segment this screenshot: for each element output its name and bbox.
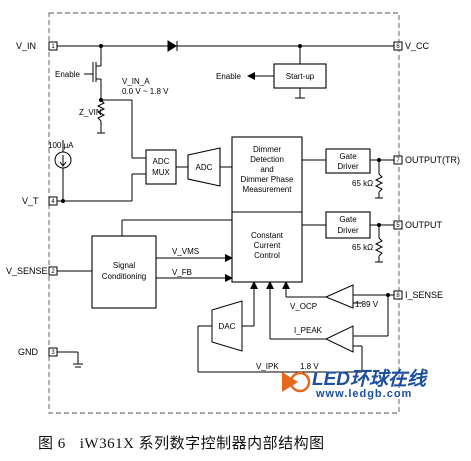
- dimmer-label-2: Detection: [250, 155, 284, 164]
- dimmer-label-3: and: [260, 165, 273, 174]
- label-vcc: V_CC: [405, 41, 430, 51]
- gate-driver-2: [325, 211, 371, 239]
- label-res-65-a: 65 kΩ: [352, 179, 373, 188]
- label-isense: I_SENSE: [405, 290, 443, 300]
- label-gnd: GND: [18, 347, 39, 357]
- figure-caption: 图 6 iW361X 系列数字控制器内部结构图: [38, 432, 339, 453]
- adc-label: ADC: [196, 163, 213, 172]
- gate-driver-1-label-2: Driver: [337, 162, 359, 171]
- zvin-resistor: [96, 99, 106, 122]
- startup-label: Start-up: [286, 72, 315, 81]
- pin-output-tr: [393, 155, 403, 165]
- pin-vsense: [48, 266, 58, 276]
- pin-num-vsense: 2: [51, 269, 55, 275]
- gate-driver-1-label-1: Gate: [339, 152, 357, 161]
- ccc-label-3: Control: [254, 251, 280, 260]
- dac-block: [211, 300, 243, 352]
- ccc-label-2: Current: [254, 241, 281, 250]
- label-vfb: V_FB: [172, 268, 192, 277]
- adc-mux-block: [145, 149, 177, 185]
- startup-block: [273, 63, 327, 89]
- dimmer-ccc-block: [231, 136, 303, 283]
- signal-cond-label-1: Signal: [113, 261, 135, 270]
- gate-driver-2-label-1: Gate: [339, 215, 357, 224]
- watermark-url: www.ledgb.com: [316, 388, 413, 400]
- pin-num-output: 5: [396, 223, 400, 229]
- label-ipeak: I_PEAK: [294, 326, 323, 335]
- label-enable-right: Enable: [216, 72, 241, 81]
- label-vsense: V_SENSE: [6, 266, 48, 276]
- label-vin: V_IN: [16, 41, 36, 51]
- dimmer-label-4: Dimmer Phase: [241, 175, 294, 184]
- signal-conditioning-block: [91, 235, 157, 309]
- label-zvin: Z_VIN: [79, 108, 102, 117]
- watermark: LED环球在线 www.ledgb.com: [276, 362, 471, 406]
- gate-driver-1: [325, 148, 371, 174]
- label-vt: V_T: [22, 196, 39, 206]
- label-vin-a: V_IN_A: [122, 77, 150, 86]
- pin-num-output-tr: 7: [396, 158, 400, 164]
- signal-cond-label-2: Conditioning: [102, 272, 146, 281]
- figure-title: iW361X 系列数字控制器内部结构图: [79, 436, 325, 452]
- watermark-brand: LED环球在线: [312, 369, 427, 390]
- pin-vin: [48, 41, 58, 51]
- label-output-tr: OUTPUT(TR): [405, 155, 460, 165]
- label-ref-18: 1.8 V: [300, 362, 319, 371]
- comparator-ocp: [324, 284, 354, 309]
- label-vocp: V_OCP: [290, 302, 317, 311]
- dimmer-label-5: Measurement: [243, 185, 293, 194]
- pin-output: [393, 220, 403, 230]
- pin-isense: [393, 290, 403, 300]
- pin-vcc: [393, 41, 403, 51]
- label-current-source: 100 μA: [48, 141, 74, 150]
- gate-driver-2-label-2: Driver: [337, 226, 359, 235]
- label-output: OUTPUT: [405, 220, 443, 230]
- label-enable-left: Enable: [55, 70, 80, 79]
- pin-num-vt: 4: [51, 199, 55, 205]
- label-vin-a-range: 0.0 V ~ 1.8 V: [122, 87, 169, 96]
- comparator-ipeak: [324, 325, 354, 353]
- pin-gnd: [48, 347, 58, 357]
- adc-block: [187, 147, 221, 187]
- label-ref-189: 1.89 V: [355, 300, 379, 309]
- pin-num-isense: 8: [396, 293, 400, 299]
- pin-num-vcc: 6: [396, 44, 400, 50]
- figure-number: 图 6: [38, 436, 66, 452]
- adc-mux-label-2: MUX: [152, 168, 170, 177]
- pin-num-vin: 1: [51, 44, 55, 50]
- dimmer-label-1: Dimmer: [253, 145, 281, 154]
- ic-outline: [48, 12, 400, 414]
- pin-num-gnd: 3: [51, 350, 55, 356]
- label-res-65-b: 65 kΩ: [352, 243, 373, 252]
- dac-label: DAC: [219, 322, 236, 331]
- adc-mux-label-1: ADC: [153, 157, 170, 166]
- label-vipk: V_IPK: [256, 362, 279, 371]
- diode: [167, 40, 177, 52]
- label-vvms: V_VMS: [172, 247, 199, 256]
- ccc-label-1: Constant: [251, 231, 284, 240]
- watermark-logo-icon: [282, 371, 311, 393]
- pin-vt: [48, 196, 58, 206]
